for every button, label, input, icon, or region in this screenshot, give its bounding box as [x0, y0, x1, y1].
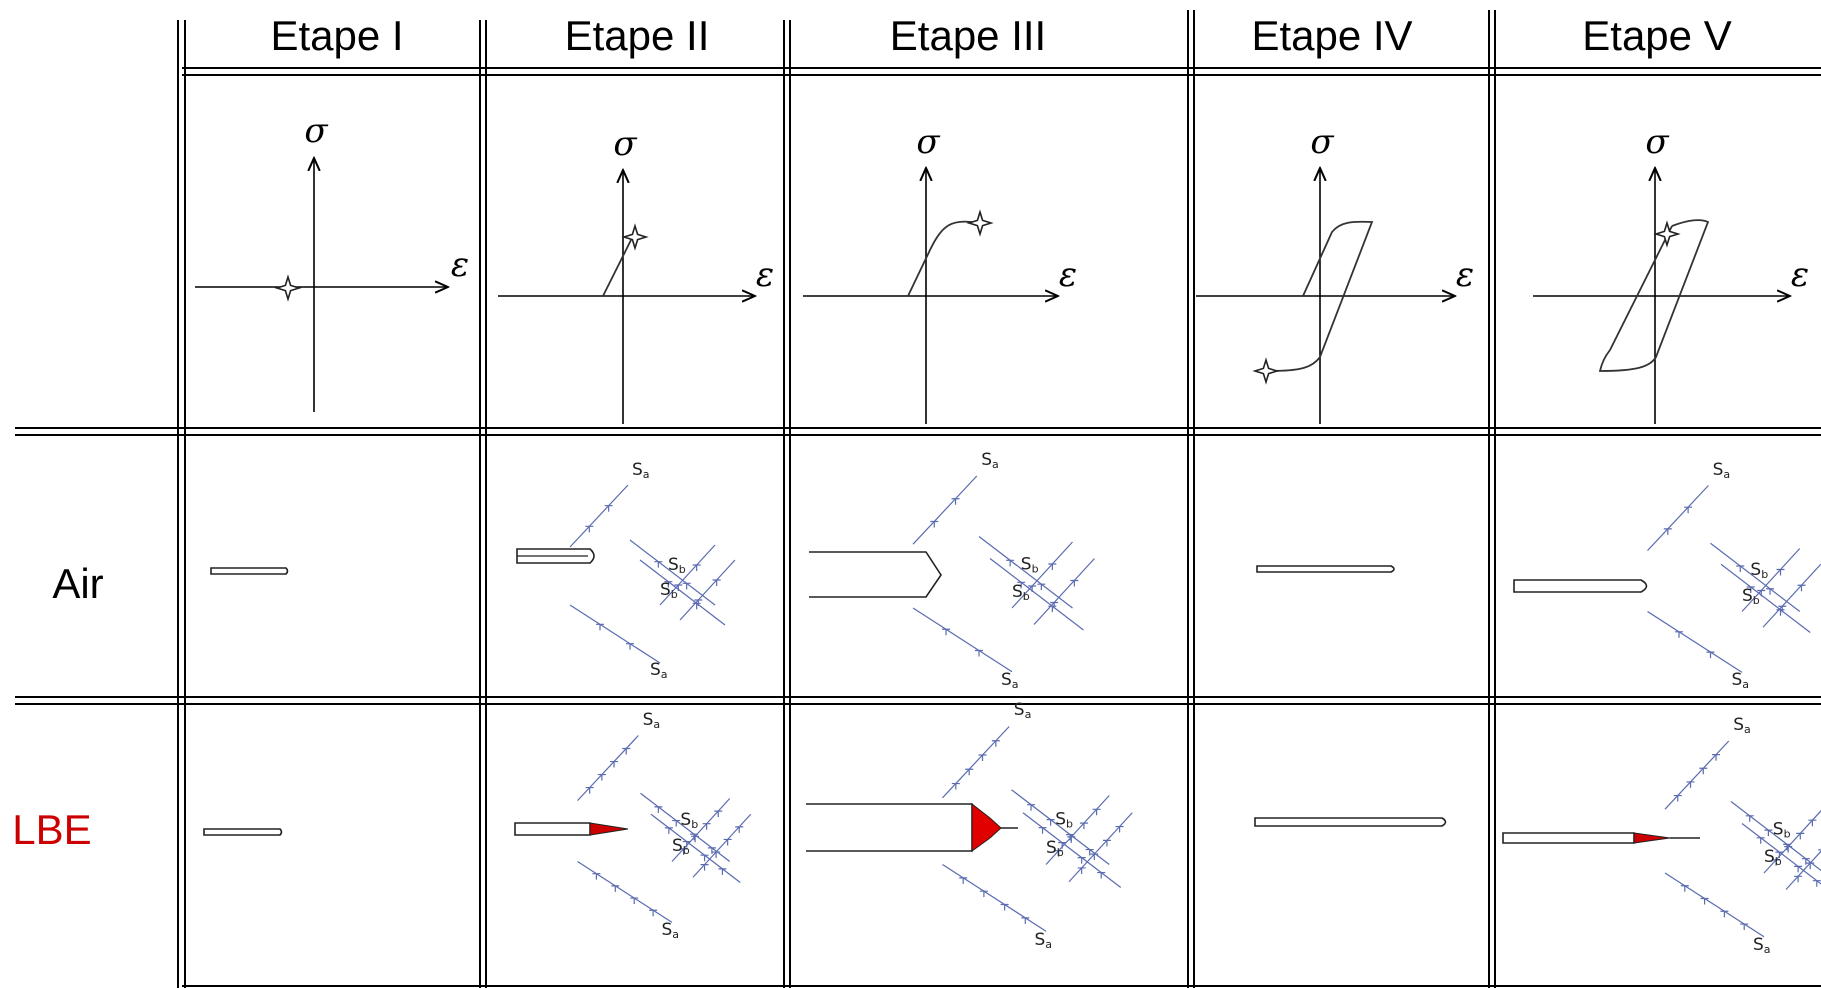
slip-label-primary: Sa — [643, 710, 661, 731]
load-point-marker — [1655, 222, 1679, 246]
slip-line-secondary — [1762, 563, 1821, 628]
strain-axis-label: ε — [1791, 255, 1809, 295]
slip-line-primary — [1647, 610, 1743, 673]
stress-strain-plot-3: σ ε — [803, 122, 1077, 424]
row-label-lbe: LBE — [12, 806, 91, 853]
slip-line-primary — [942, 726, 1010, 799]
load-point-marker — [623, 225, 647, 249]
slip-label-secondary: Sb — [1012, 582, 1030, 603]
slip-line-secondary — [1011, 789, 1110, 865]
slip-line-secondary — [1741, 823, 1821, 887]
crack-lbe-2 — [514, 822, 629, 836]
strain-axis-label: ε — [451, 245, 469, 285]
strain-axis-label: ε — [1456, 255, 1474, 295]
crack-lbe-1 — [203, 828, 283, 836]
slip-line-secondary — [671, 798, 731, 862]
slip-line-primary — [942, 863, 1047, 932]
slip-line-secondary — [978, 536, 1073, 609]
slip-line-primary — [1647, 485, 1709, 552]
slip-label-primary: Sa — [1732, 670, 1750, 691]
load-point-marker — [1254, 359, 1278, 383]
slip-label-secondary: Sb — [1764, 847, 1782, 868]
slip-line-secondary — [1763, 809, 1821, 874]
slip-label-primary: Sa — [632, 460, 650, 481]
slip-line-primary — [912, 607, 1013, 673]
slip-label-primary: Sa — [662, 920, 680, 941]
slip-label-secondary: Sb — [1055, 809, 1073, 830]
slip-line-primary — [912, 475, 978, 545]
crack-air-5 — [1513, 579, 1648, 593]
slip-line-secondary — [639, 559, 726, 626]
slip-line-secondary — [1011, 541, 1073, 609]
stress-strain-plot-4: σ ε — [1196, 122, 1474, 424]
stress-strain-plot-2: σ ε — [498, 124, 774, 424]
strain-axis-label: ε — [756, 255, 774, 295]
stress-axis-label: σ — [613, 124, 637, 164]
column-header-4: Etape IV — [1251, 12, 1412, 59]
load-point-marker — [968, 211, 992, 235]
load-point-marker — [276, 276, 300, 300]
slip-label-secondary: Sb — [1021, 555, 1039, 576]
table-grid — [15, 10, 1821, 988]
slip-label-primary: Sa — [1713, 460, 1731, 481]
crack-lbe-4 — [1254, 817, 1447, 827]
slip-label-secondary: Sb — [1773, 820, 1791, 841]
slip-label-secondary: Sb — [1742, 586, 1760, 607]
crack-lbe-5 — [1502, 832, 1700, 844]
slip-line-primary — [569, 484, 629, 548]
slip-line-primary — [577, 735, 639, 802]
slip-line-secondary — [1045, 795, 1110, 865]
slip-line-secondary — [692, 813, 752, 878]
column-header-5: Etape V — [1582, 12, 1731, 59]
slip-line-secondary — [1710, 542, 1801, 612]
slip-label-secondary: Sb — [660, 580, 678, 601]
slip-line-primary — [1664, 740, 1730, 810]
slip-label-secondary: Sb — [1046, 838, 1064, 859]
slip-line-secondary — [1720, 563, 1811, 633]
slip-line-primary — [569, 604, 661, 664]
slip-line-primary — [1664, 872, 1765, 938]
crack-air-1 — [210, 567, 289, 575]
stress-strain-plot-5: σ ε — [1533, 122, 1809, 424]
column-header-3: Etape III — [890, 12, 1046, 59]
slip-label-primary: Sa — [650, 660, 668, 681]
slip-line-secondary — [659, 544, 716, 606]
slip-line-secondary — [1068, 812, 1133, 883]
stress-axis-label: σ — [304, 111, 328, 151]
strain-axis-label: ε — [1059, 255, 1077, 295]
slip-line-secondary — [629, 539, 716, 606]
slip-line-secondary — [1741, 548, 1801, 612]
row-label-air: Air — [52, 560, 103, 607]
slip-line-secondary — [1785, 849, 1821, 890]
slip-line-secondary — [1022, 812, 1122, 888]
slip-label-secondary: Sb — [668, 555, 686, 576]
slip-line-secondary — [1730, 801, 1821, 872]
slip-line-primary — [577, 860, 673, 923]
column-header-2: Etape II — [565, 12, 710, 59]
slip-label-secondary: Sb — [680, 810, 698, 831]
stress-strain-plot-1: σ ε — [195, 111, 469, 412]
stress-axis-label: σ — [916, 122, 940, 162]
slip-label-primary: Sa — [981, 450, 999, 471]
slip-label-primary: Sa — [1753, 935, 1771, 956]
stress-axis-label: σ — [1645, 122, 1669, 162]
crack-air-4 — [1256, 565, 1395, 573]
crack-air-2 — [516, 548, 595, 564]
stress-axis-label: σ — [1310, 122, 1334, 162]
crack-air-3 — [809, 551, 942, 598]
slip-label-primary: Sa — [1733, 715, 1751, 736]
slip-line-secondary — [650, 813, 741, 883]
slip-line-secondary — [679, 559, 736, 621]
slip-line-secondary — [1033, 558, 1095, 625]
slip-label-primary: Sa — [1035, 930, 1053, 951]
slip-line-secondary — [989, 558, 1084, 631]
slip-label-primary: Sa — [1001, 670, 1019, 691]
slip-label-secondary: Sb — [1750, 560, 1768, 581]
slip-label-secondary: Sb — [672, 836, 690, 857]
column-header-1: Etape I — [270, 12, 403, 59]
crack-lbe-3 — [806, 802, 1018, 852]
